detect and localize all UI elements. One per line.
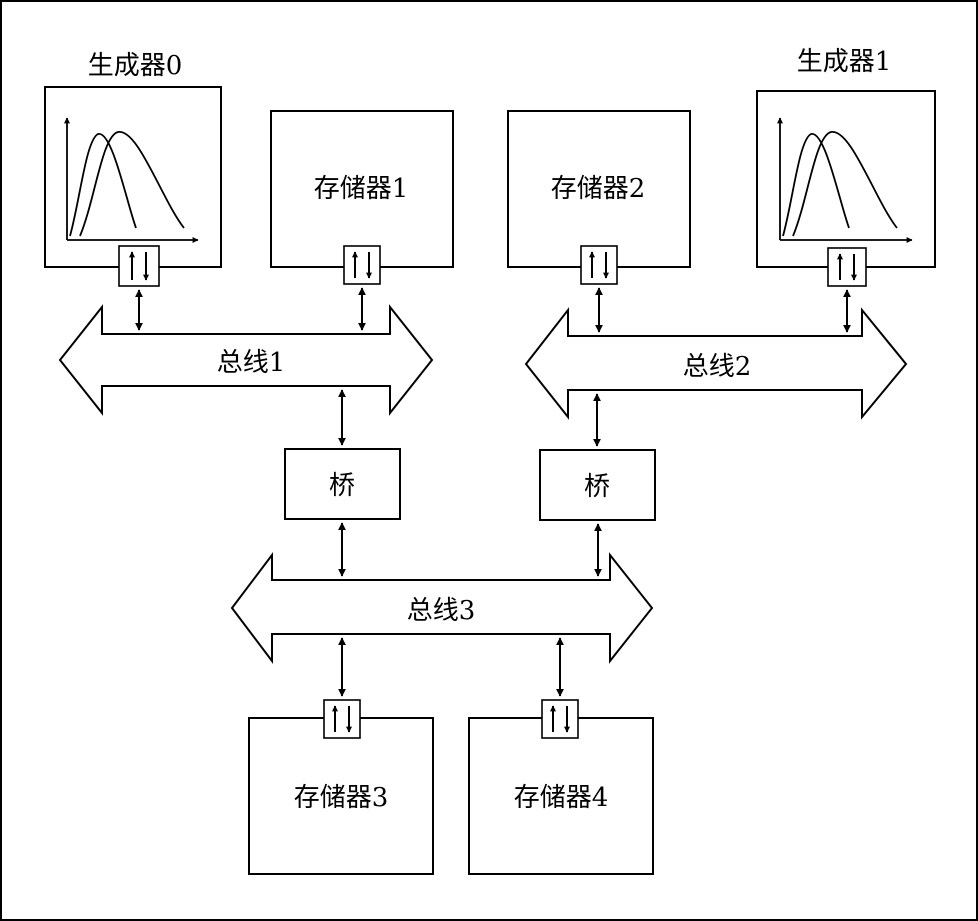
memory-4-port [541,699,579,739]
bridge-2-label: 桥 [584,472,610,502]
memory-2-port [580,245,618,285]
generator-1-port [827,247,867,287]
bus-2-label: 总线2 [683,352,752,382]
memory-3-port [323,699,361,739]
memory-3-label: 存储器3 [294,783,389,813]
bus-3-label: 总线3 [407,596,476,626]
memory-1-port [343,245,381,285]
memory-2-box: 存储器2 [507,110,691,268]
memory-2-label: 存储器2 [551,174,646,204]
bus-1-label: 总线1 [217,348,286,378]
generator-1-box [756,90,936,268]
distribution-chart-icon [64,117,199,243]
generator-1-label: 生成器1 [797,47,892,77]
bus-1: 总线1 [58,304,434,416]
bridge-1-label: 桥 [329,471,355,501]
memory-4-box: 存储器4 [468,717,654,875]
generator-0-label: 生成器0 [88,51,183,81]
bus-3: 总线3 [230,552,654,664]
memory-1-label: 存储器1 [314,174,409,204]
bridge-1: 桥 [284,448,401,520]
distribution-chart-icon [777,117,913,243]
memory-4-label: 存储器4 [514,783,609,813]
bridge-2: 桥 [539,449,656,521]
generator-0-box [44,86,222,268]
memory-3-box: 存储器3 [248,717,434,875]
generator-0-port [118,245,160,287]
memory-1-box: 存储器1 [270,110,454,268]
bus-2: 总线2 [524,307,908,420]
